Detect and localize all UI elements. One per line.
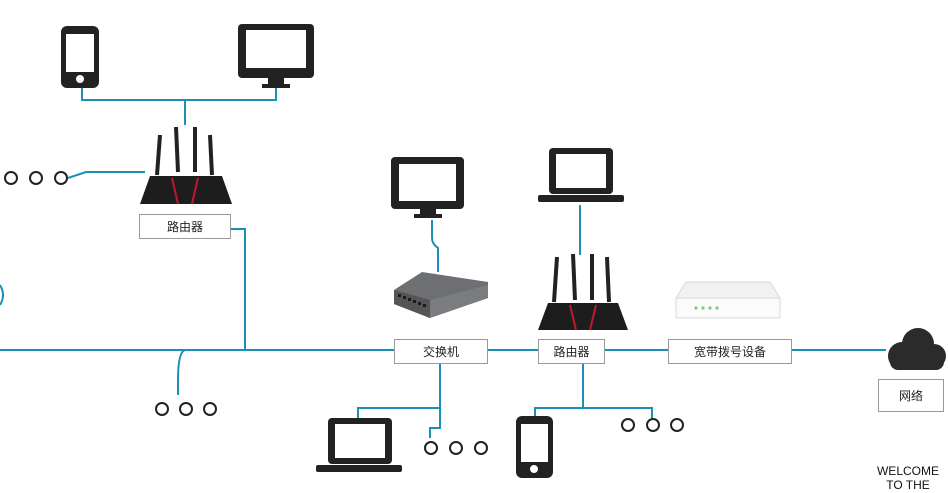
line-switch-down (357, 360, 441, 418)
laptop-icon (538, 148, 624, 202)
ellipsis-icon (4, 171, 68, 185)
phone-icon (61, 26, 99, 88)
label-internet: 网络 (878, 379, 944, 412)
switch-icon (394, 272, 488, 318)
monitor-icon (238, 24, 314, 88)
laptop-icon (316, 418, 402, 472)
connection-lines (0, 87, 886, 438)
ellipsis-icon (424, 441, 488, 455)
router-icon (538, 253, 628, 331)
phone-icon (516, 416, 553, 478)
line-dots-bottom-left (177, 349, 186, 395)
modem-icon (675, 281, 781, 319)
cloud-icon (888, 328, 946, 370)
label-switch: 交换机 (394, 339, 488, 364)
ellipsis-icon (621, 418, 684, 432)
line-switch-dots (429, 408, 441, 438)
monitor-icon (391, 157, 464, 218)
router-icon (140, 126, 232, 205)
label-router-mid: 路由器 (538, 339, 605, 364)
welcome-text: WELCOME TO THE (868, 464, 948, 492)
line-router-top-down (230, 228, 246, 350)
label-router-top: 路由器 (139, 214, 231, 239)
line-router-mid-down (534, 360, 584, 416)
welcome-line-2: TO THE (886, 478, 930, 492)
edge-fragment (0, 284, 4, 306)
line-phone-top (81, 87, 277, 101)
line-dots-top (67, 171, 145, 179)
line-router-mid-dots (583, 407, 653, 418)
label-broadband: 宽带拨号设备 (668, 339, 792, 364)
welcome-line-1: WELCOME (876, 464, 939, 478)
line-switch-monitor (431, 220, 439, 272)
ellipsis-icon (155, 402, 217, 416)
